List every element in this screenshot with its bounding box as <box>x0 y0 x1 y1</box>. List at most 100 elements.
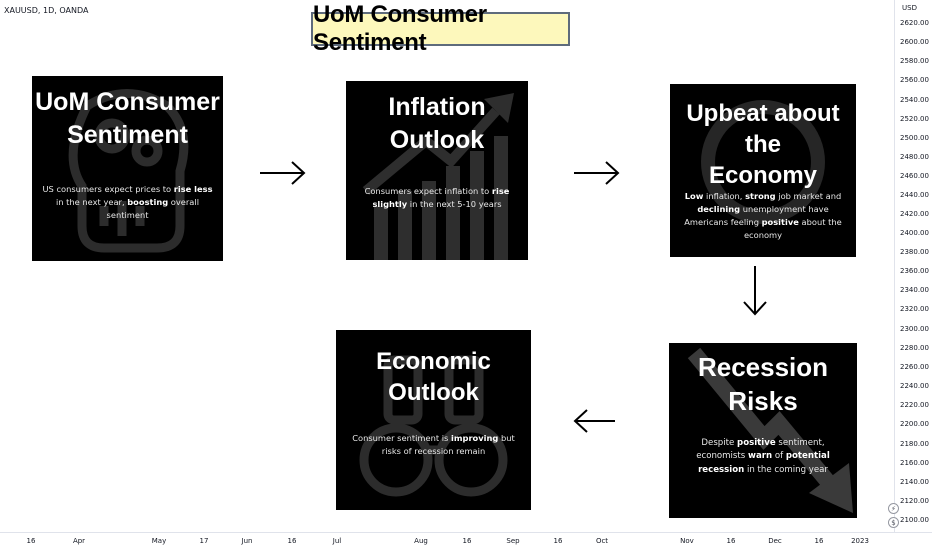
arrow-left-icon <box>573 409 615 433</box>
price-tick: 2220.00 <box>900 401 929 409</box>
time-tick: 16 <box>726 537 736 545</box>
body-text: US consumers expect prices to <box>42 184 174 194</box>
time-tick: Sep <box>506 537 520 545</box>
body-text: overall sentiment <box>106 196 200 220</box>
price-tick: 2460.00 <box>900 172 929 180</box>
body-text: Despite <box>701 438 738 448</box>
price-tick: 2100.00 <box>900 516 929 524</box>
price-tick: 2300.00 <box>900 325 929 333</box>
body-text: sentiment, economists <box>696 438 825 462</box>
body-emphasis: boosting <box>127 196 169 207</box>
price-tick: 2480.00 <box>900 153 929 161</box>
card-body: Consumer sentiment is improving but risk… <box>348 432 519 458</box>
time-tick: Nov <box>680 537 694 545</box>
card-title: Economic Outlook <box>336 346 531 408</box>
time-tick: Jun <box>241 537 253 545</box>
body-emphasis: positive <box>737 438 776 448</box>
price-tick: 2620.00 <box>900 19 929 27</box>
price-tick: 2140.00 <box>900 478 929 486</box>
symbol-label[interactable]: XAUUSD, 1D, OANDA <box>4 6 89 15</box>
time-tick: 16 <box>26 537 36 545</box>
price-axis[interactable]: USD 2620.00 2600.00 2580.00 2560.00 2540… <box>896 0 932 532</box>
price-tick: 2500.00 <box>900 134 929 142</box>
time-tick: Aug <box>414 537 428 545</box>
price-tick: 2360.00 <box>900 267 929 275</box>
body-emphasis: strong <box>745 191 776 201</box>
body-text: in the coming year <box>744 464 828 475</box>
time-tick: Apr <box>72 537 86 545</box>
card-title-line: Outlook <box>388 379 479 407</box>
smiley-icon <box>701 100 825 224</box>
time-tick: 17 <box>199 537 209 545</box>
card-consumer-sentiment[interactable]: UoM Consumer Sentiment US consumers expe… <box>32 76 223 261</box>
arrow-down-icon <box>743 266 767 316</box>
card-economic-outlook[interactable]: Economic Outlook Consumer sentiment is i… <box>336 330 531 510</box>
trend-down-icon <box>687 347 853 513</box>
card-title-line: Outlook <box>389 125 485 154</box>
body-text: about the economy <box>743 216 842 240</box>
time-tick: 16 <box>462 537 472 545</box>
price-tick: 2340.00 <box>900 286 929 294</box>
card-title: Upbeat about the Economy <box>670 98 856 192</box>
price-tick: 2160.00 <box>900 459 929 467</box>
currency-label: USD <box>902 4 917 12</box>
card-title-line: Economy <box>708 162 818 190</box>
body-text: unemployment have Americans feeling <box>684 203 829 227</box>
price-tick: 2520.00 <box>900 115 929 123</box>
card-title-line: Sentiment <box>67 120 188 149</box>
price-tick: 2180.00 <box>900 440 929 448</box>
body-text: in the next 5-10 years <box>407 198 502 209</box>
time-tick: Dec <box>768 537 782 545</box>
currency-icon[interactable]: $ <box>888 517 899 528</box>
card-title-line: UoM Consumer <box>35 88 220 116</box>
card-upbeat-economy[interactable]: Upbeat about the Economy Low inflation, … <box>670 84 856 257</box>
card-body: Despite positive sentiment, economists w… <box>677 437 849 477</box>
card-title-line: Inflation <box>388 93 486 121</box>
price-tick: 2260.00 <box>900 363 929 371</box>
card-body: Consumers expect inflation to rise sligh… <box>356 185 518 211</box>
body-emphasis: rise less <box>173 184 213 194</box>
card-inflation-outlook[interactable]: Inflation Outlook Consumers expect infla… <box>346 81 528 260</box>
card-body: US consumers expect prices to rise less … <box>38 183 217 222</box>
body-emphasis: positive <box>761 216 799 227</box>
price-tick: 2420.00 <box>900 210 929 218</box>
body-emphasis: improving <box>451 433 499 443</box>
arrow-right-icon <box>574 161 620 185</box>
card-title-line: Economic <box>376 348 491 375</box>
price-tick: 2440.00 <box>900 191 929 199</box>
price-tick: 2380.00 <box>900 248 929 256</box>
arrow-right-icon <box>260 161 306 185</box>
body-text: Consumers expect inflation to <box>364 186 492 196</box>
body-emphasis: Low <box>684 191 704 201</box>
body-text: Consumer sentiment is <box>352 433 452 443</box>
lightning-icon[interactable]: ⚡ <box>888 503 899 514</box>
card-body: Low inflation, strong job market and dec… <box>682 190 844 241</box>
price-tick: 2560.00 <box>900 76 929 84</box>
card-title: Recession Risks <box>669 351 857 419</box>
price-tick: 2400.00 <box>900 229 929 237</box>
body-text: in the next year, <box>55 196 128 207</box>
price-tick: 2540.00 <box>900 96 929 104</box>
price-tick: 2580.00 <box>900 57 929 65</box>
time-tick: May <box>151 537 167 545</box>
body-emphasis: rise slightly <box>372 186 510 209</box>
card-title-line: Upbeat about the <box>686 100 840 159</box>
price-tick: 2600.00 <box>900 38 929 46</box>
time-tick: 16 <box>814 537 824 545</box>
price-axis-divider <box>894 0 895 532</box>
card-title: UoM Consumer Sentiment <box>32 86 223 151</box>
body-emphasis: potential recession <box>698 451 830 475</box>
time-axis-divider <box>0 532 932 533</box>
body-emphasis: warn <box>748 451 773 462</box>
price-tick: 2320.00 <box>900 305 929 313</box>
price-tick: 2280.00 <box>900 344 929 352</box>
body-text: of <box>772 451 786 462</box>
time-tick: 2023 <box>851 537 869 545</box>
time-axis[interactable]: 16 Apr May 17 Jun 16 Jul Aug 16 Sep 16 O… <box>0 534 894 550</box>
card-recession-risks[interactable]: Recession Risks Despite positive sentime… <box>669 343 857 518</box>
card-title-line: Recession Risks <box>697 352 829 416</box>
body-text: but risks of recession remain <box>381 433 515 456</box>
body-text: job market and <box>775 191 842 201</box>
body-emphasis: declining <box>697 203 741 214</box>
chart-title-banner[interactable]: UoM Consumer Sentiment <box>311 1 570 56</box>
